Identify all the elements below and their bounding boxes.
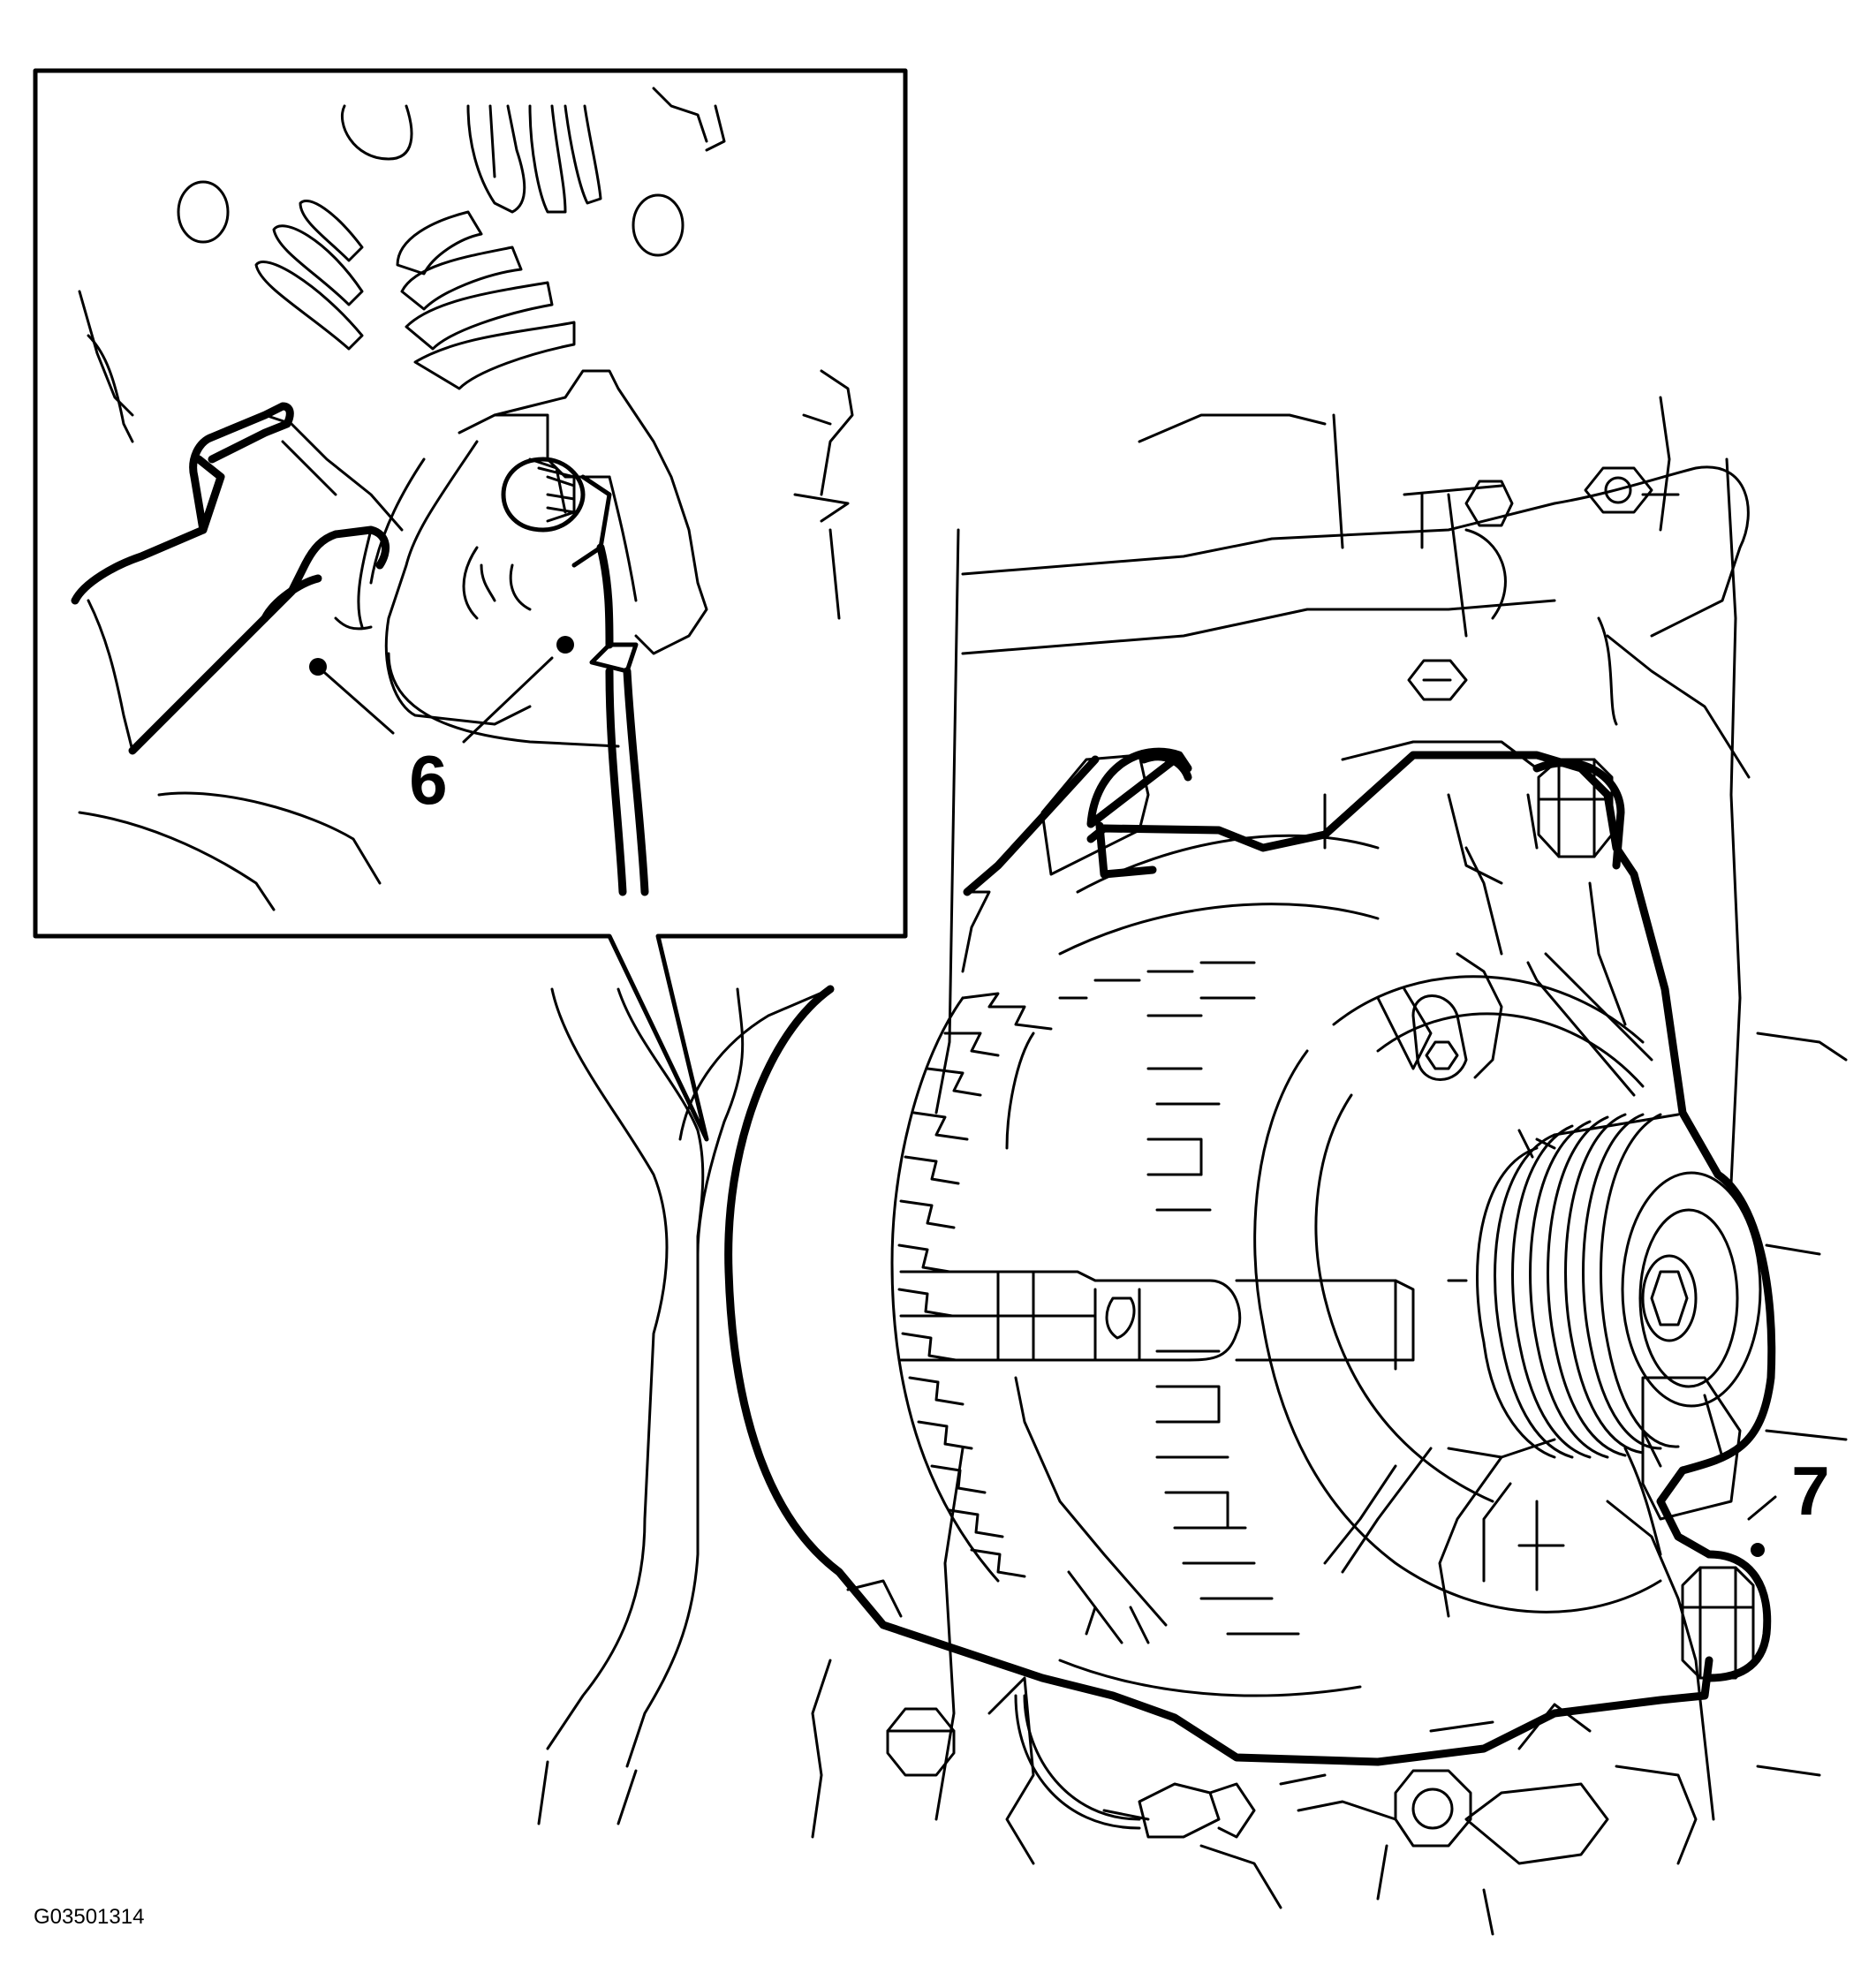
upper-mounting-bolt-icon [1532, 758, 1625, 870]
inset-terminal-stud-icon [501, 457, 612, 568]
callout-7-leader [1747, 1495, 1777, 1557]
inset-connector-housing [384, 369, 708, 726]
callout-label-6: 6 [409, 741, 447, 819]
callout-label-7: 7 [1791, 1452, 1829, 1530]
bolt-head-icon [1584, 466, 1653, 514]
lower-mounting-bolt-icon [1681, 1550, 1772, 1682]
lower-bolt-icon [1394, 1769, 1472, 1848]
alternator-rotor [1253, 952, 1662, 1618]
lower-bolt-icon [886, 1707, 956, 1777]
bolt-head-icon [1407, 659, 1468, 701]
alternator-tie-bar [899, 1270, 1468, 1371]
coolant-pipe [961, 465, 1750, 726]
sensor-wire [1014, 1694, 1327, 1839]
alternator-pulley [1476, 1113, 1762, 1459]
inset-cable [589, 543, 649, 896]
inset-alternator-rear-view [78, 87, 854, 911]
bolt-head-icon [1464, 480, 1514, 527]
alternator-housing [890, 834, 1380, 1697]
inset-plug-connector [71, 402, 404, 755]
engine-background [811, 396, 1848, 1936]
detail-inset: 6 [33, 68, 908, 1142]
engine-block-casting [537, 987, 832, 1825]
figure-id: G03501314 [34, 1905, 144, 1929]
callout-6-leaders [309, 636, 574, 744]
